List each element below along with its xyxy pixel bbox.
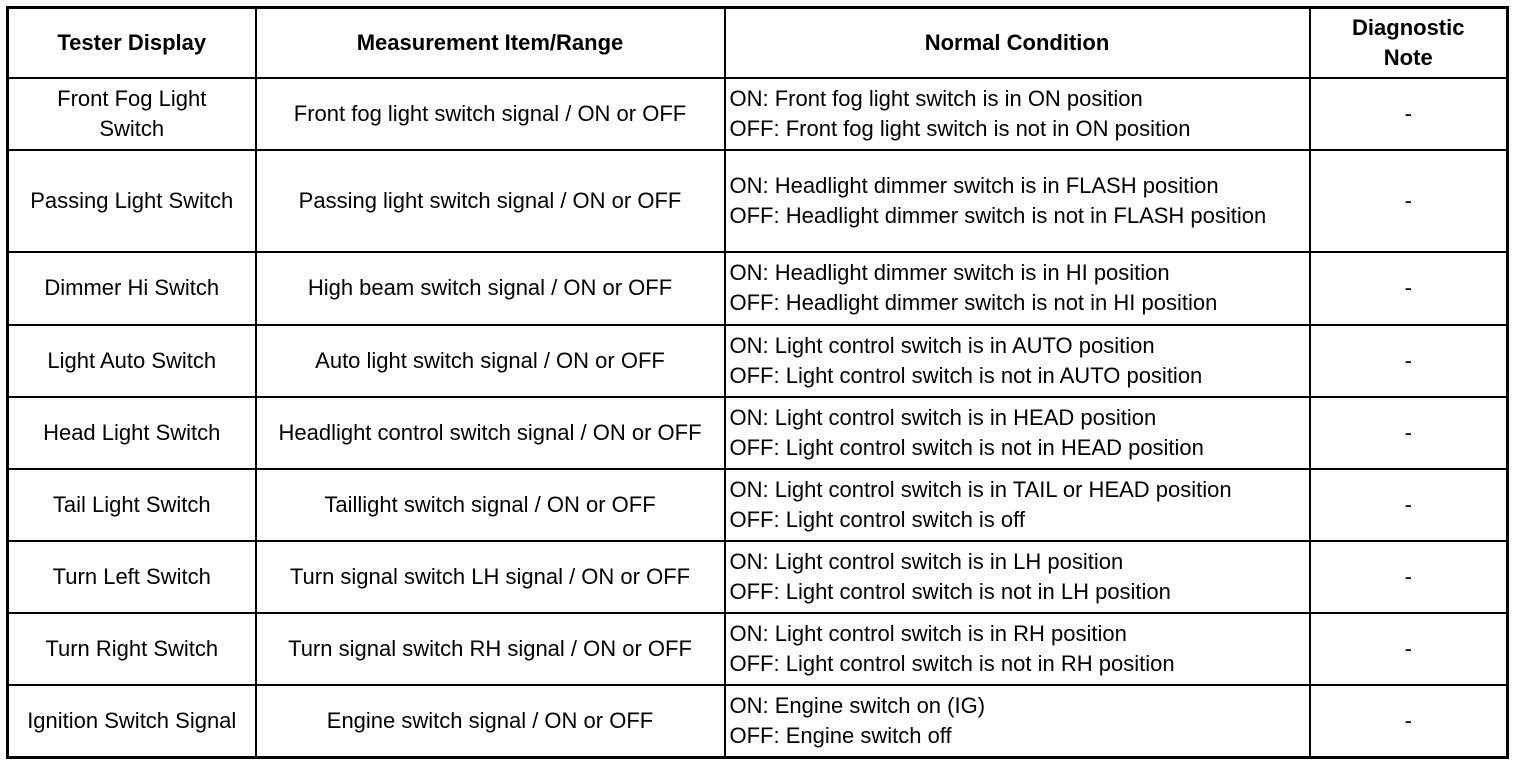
measurement-cell: Passing light switch signal / ON or OFF (254, 149, 726, 254)
normal-condition-off: OFF: Light control switch is not in RH p… (729, 651, 1175, 677)
normal-condition-cell: ON: Light control switch is in AUTO posi… (723, 323, 1311, 398)
tester-display-cell: Head Light Switch (6, 395, 257, 470)
tester-display-cell: Turn Right Switch (6, 612, 257, 687)
header-diagnostic-note-label: Diagnostic Note (1352, 15, 1465, 70)
normal-condition-cell: ON: Light control switch is in HEAD posi… (723, 395, 1311, 470)
normal-condition-off: OFF: Light control switch is off (729, 506, 1025, 532)
measurement-cell: Turn signal switch LH signal / ON or OFF (254, 539, 726, 615)
table-row: Dimmer Hi Switch High beam switch signal… (6, 251, 1509, 326)
normal-condition-cell: ON: Engine switch on (IG) OFF: Engine sw… (723, 684, 1311, 759)
diagnostic-table-container: Tester Display Measurement Item/Range No… (6, 6, 1509, 759)
diagnostic-note-cell: - (1308, 612, 1509, 687)
tester-display-cell: Dimmer Hi Switch (6, 251, 257, 326)
tester-display-cell: Ignition Switch Signal (6, 684, 257, 759)
measurement-cell: High beam switch signal / ON or OFF (254, 251, 726, 326)
tester-display-cell: Turn Left Switch (6, 539, 257, 615)
diagnostic-note-cell: - (1308, 251, 1509, 326)
header-tester-display: Tester Display (6, 6, 257, 79)
normal-condition-on: ON: Light control switch is in LH positi… (729, 549, 1124, 575)
tester-display-cell: Passing Light Switch (6, 149, 257, 254)
diagnostic-note-cell: - (1308, 539, 1509, 615)
normal-condition-cell: ON: Headlight dimmer switch is in HI pos… (723, 251, 1311, 326)
normal-condition-off: OFF: Engine switch off (729, 723, 952, 749)
measurement-cell: Turn signal switch RH signal / ON or OFF (254, 612, 726, 687)
normal-condition-on: ON: Light control switch is in TAIL or H… (729, 476, 1232, 502)
normal-condition-off: OFF: Light control switch is not in HEAD… (729, 434, 1204, 460)
normal-condition-off: OFF: Light control switch is not in LH p… (729, 579, 1171, 605)
normal-condition-off: OFF: Headlight dimmer switch is not in H… (729, 290, 1218, 316)
normal-condition-cell: ON: Front fog light switch is in ON posi… (723, 76, 1311, 152)
diagnostic-note-cell: - (1308, 76, 1509, 152)
tester-display-cell: Tail Light Switch (6, 467, 257, 543)
normal-condition-cell: ON: Light control switch is in RH positi… (723, 612, 1311, 687)
header-measurement: Measurement Item/Range (254, 6, 726, 79)
normal-condition-on: ON: Headlight dimmer switch is in FLASH … (729, 173, 1219, 199)
table-row: Ignition Switch Signal Engine switch sig… (6, 684, 1509, 759)
normal-condition-cell: ON: Light control switch is in LH positi… (723, 539, 1311, 615)
normal-condition-on: ON: Light control switch is in RH positi… (729, 621, 1127, 647)
diagnostic-note-cell: - (1308, 149, 1509, 254)
diagnostic-note-cell: - (1308, 395, 1509, 470)
tester-display-cell: Front Fog Light Switch (6, 76, 257, 152)
normal-condition-cell: ON: Light control switch is in TAIL or H… (723, 467, 1311, 543)
header-diagnostic-note: Diagnostic Note (1308, 6, 1509, 79)
normal-condition-off: OFF: Headlight dimmer switch is not in F… (729, 203, 1267, 229)
table-row: Head Light Switch Headlight control swit… (6, 395, 1509, 470)
normal-condition-on: ON: Headlight dimmer switch is in HI pos… (729, 260, 1170, 286)
diagnostic-note-cell: - (1308, 323, 1509, 398)
table-row: Turn Right Switch Turn signal switch RH … (6, 612, 1509, 687)
normal-condition-on: ON: Engine switch on (IG) (729, 693, 986, 719)
table-row: Passing Light Switch Passing light switc… (6, 149, 1509, 254)
measurement-cell: Front fog light switch signal / ON or OF… (254, 76, 726, 152)
tester-display-cell: Light Auto Switch (6, 323, 257, 398)
normal-condition-on: ON: Front fog light switch is in ON posi… (729, 86, 1143, 112)
diagnostic-note-cell: - (1308, 684, 1509, 759)
measurement-cell: Auto light switch signal / ON or OFF (254, 323, 726, 398)
header-normal-condition: Normal Condition (723, 6, 1311, 79)
diagnostic-note-cell: - (1308, 467, 1509, 543)
measurement-cell: Taillight switch signal / ON or OFF (254, 467, 726, 543)
normal-condition-on: ON: Light control switch is in HEAD posi… (729, 404, 1157, 430)
normal-condition-off: OFF: Light control switch is not in AUTO… (729, 362, 1203, 388)
normal-condition-off: OFF: Front fog light switch is not in ON… (729, 116, 1191, 142)
table-header-row: Tester Display Measurement Item/Range No… (6, 6, 1509, 79)
measurement-cell: Engine switch signal / ON or OFF (254, 684, 726, 759)
normal-condition-on: ON: Light control switch is in AUTO posi… (729, 332, 1155, 358)
table-body: Front Fog Light Switch Front fog light s… (6, 76, 1509, 759)
normal-condition-cell: ON: Headlight dimmer switch is in FLASH … (723, 149, 1311, 254)
diagnostic-table: Tester Display Measurement Item/Range No… (6, 6, 1509, 759)
measurement-cell: Headlight control switch signal / ON or … (254, 395, 726, 470)
table-row: Tail Light Switch Taillight switch signa… (6, 467, 1509, 543)
table-row: Light Auto Switch Auto light switch sign… (6, 323, 1509, 398)
table-row: Turn Left Switch Turn signal switch LH s… (6, 539, 1509, 615)
table-row: Front Fog Light Switch Front fog light s… (6, 76, 1509, 152)
